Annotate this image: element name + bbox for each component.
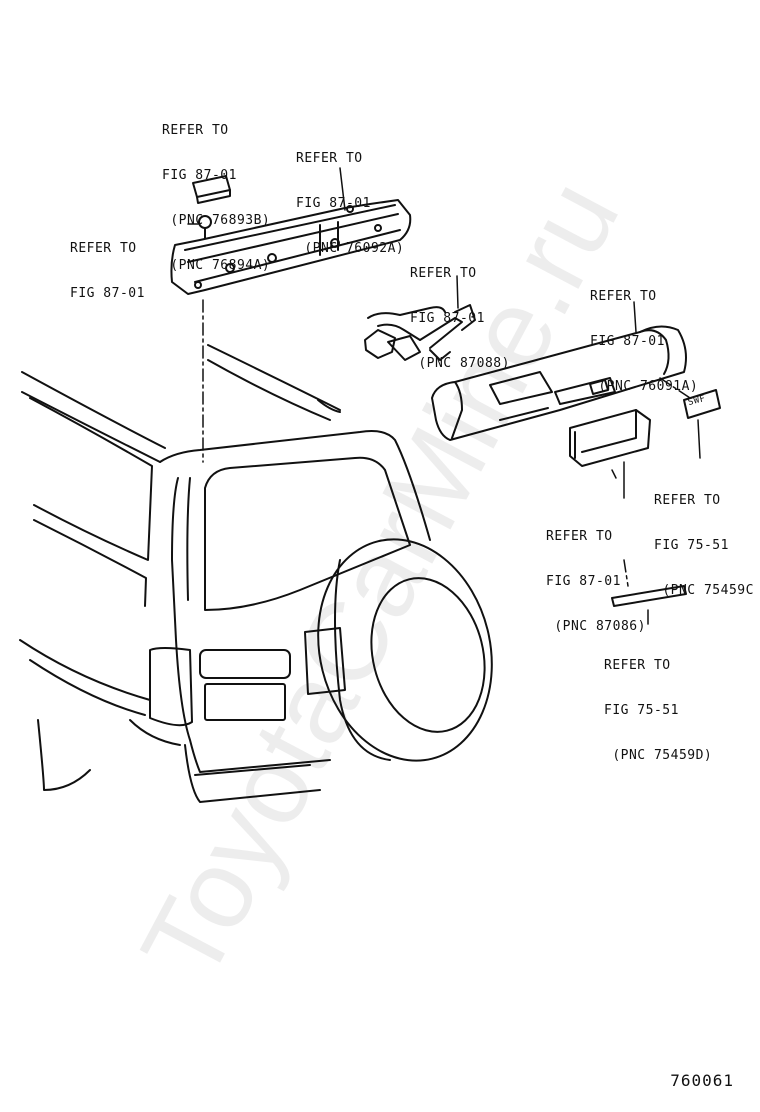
callout-line: (PNC 76092A) bbox=[296, 241, 405, 256]
callout-line: REFER TO bbox=[604, 658, 671, 673]
callout-line: (PNC 87086) bbox=[546, 619, 646, 634]
callout-line: FIG 75-51 bbox=[654, 538, 729, 553]
callout-line: FIG 87-01 bbox=[70, 286, 145, 301]
upper-spoiler-part bbox=[170, 175, 412, 295]
callout-line: REFER TO bbox=[590, 289, 657, 304]
nameplate-part bbox=[611, 585, 687, 607]
callout-emblem: REFER TO FIG 75-51 (PNC 75459C bbox=[654, 463, 754, 628]
callout-line: FIG 87-01 bbox=[162, 168, 237, 183]
callout-line: REFER TO bbox=[654, 493, 721, 508]
callout-line: REFER TO bbox=[70, 241, 137, 256]
callout-line: (PNC 75459C bbox=[654, 583, 754, 598]
callout-line: FIG 87-01 bbox=[410, 311, 485, 326]
callout-line: FIG 87-01 bbox=[296, 196, 371, 211]
callout-line: (PNC 76894A) bbox=[162, 258, 271, 273]
lower-spoiler-part bbox=[431, 325, 687, 441]
callout-line: (PNC 75459D) bbox=[604, 748, 713, 763]
figure-code: 760061 bbox=[670, 1071, 734, 1090]
vehicle-body bbox=[19, 344, 493, 803]
callout-bolt: REFER TO FIG 87-01 bbox=[70, 211, 145, 331]
callout-line: REFER TO bbox=[162, 123, 229, 138]
callout-spoiler-lower: REFER TO FIG 87-01 (PNC 76091A) bbox=[590, 259, 698, 424]
callout-line: (PNC 76091A) bbox=[590, 379, 699, 394]
callout-line: (PNC 76893B) bbox=[162, 213, 271, 228]
callout-stop-lamp: REFER TO FIG 87-01 (PNC 87086) bbox=[546, 499, 646, 664]
leader-lines bbox=[187, 167, 701, 625]
callout-wiring: REFER TO FIG 87-01 (PNC 87088) bbox=[410, 236, 510, 401]
callout-spoiler-upper: REFER TO FIG 87-01 (PNC 76092A) bbox=[296, 121, 404, 286]
callout-spoiler-clip: REFER TO FIG 87-01 (PNC 76893B) (PNC 768… bbox=[162, 93, 270, 303]
callout-line: (PNC 87088) bbox=[410, 356, 510, 371]
callout-line: FIG 87-01 bbox=[546, 574, 621, 589]
emblem-part bbox=[683, 389, 721, 419]
callout-line: REFER TO bbox=[296, 151, 363, 166]
callout-line: FIG 75-51 bbox=[604, 703, 679, 718]
callout-line: REFER TO bbox=[410, 266, 477, 281]
callout-line: REFER TO bbox=[546, 529, 613, 544]
callout-nameplate: REFER TO FIG 75-51 (PNC 75459D) bbox=[604, 628, 712, 793]
stop-lamp-part bbox=[569, 409, 651, 467]
wiring-harness-part bbox=[364, 304, 476, 361]
alignment-lines bbox=[202, 299, 691, 587]
callout-line: FIG 87-01 bbox=[590, 334, 665, 349]
